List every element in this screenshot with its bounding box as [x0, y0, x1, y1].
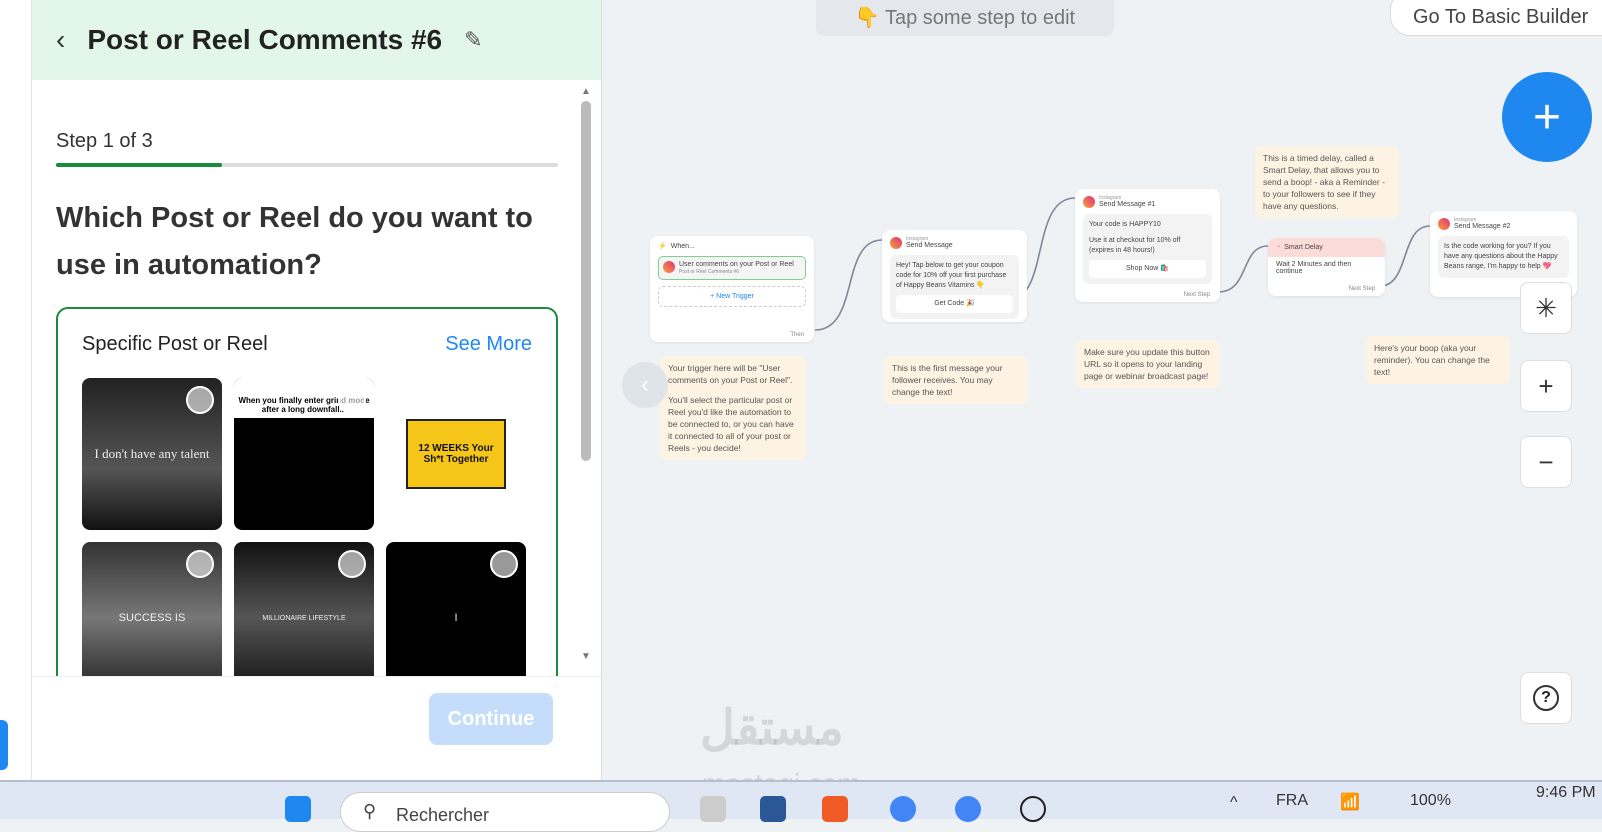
windows-start-icon[interactable] — [285, 796, 311, 822]
step-label: Step 1 of 3 — [56, 130, 153, 152]
note-trigger: Your trigger here will be "User comments… — [660, 356, 806, 460]
chrome-icon[interactable] — [890, 796, 916, 822]
see-more-link[interactable]: See More — [445, 333, 532, 355]
post-thumb[interactable]: I don't have any talent — [82, 378, 222, 530]
trigger-node[interactable]: ⚡When... User comments on your Post or R… — [650, 236, 814, 342]
instagram-icon — [1083, 195, 1095, 208]
shop-now-button[interactable]: Shop Now 🛍️ — [1089, 260, 1206, 278]
instagram-icon — [1438, 217, 1450, 230]
question-icon: ? — [1533, 685, 1559, 711]
note-reminder: Here's your boop (aka your reminder). Yo… — [1366, 336, 1510, 384]
clock-icon: ◔ — [1276, 244, 1281, 251]
chrome-icon[interactable] — [955, 796, 981, 822]
app-icon[interactable] — [700, 796, 726, 822]
watermark-logo: مستقل — [700, 702, 844, 755]
panel-scrollbar[interactable]: ▲▼ — [581, 86, 591, 662]
zoom-out-button[interactable]: − — [1520, 436, 1572, 488]
add-step-button[interactable]: + — [1502, 72, 1592, 162]
help-button[interactable]: ? — [1520, 672, 1572, 724]
select-radio[interactable] — [490, 550, 518, 578]
battery-label[interactable]: 100% — [1410, 792, 1451, 809]
post-thumb[interactable]: 12 WEEKS Your Sh*t Together — [386, 378, 526, 530]
select-radio[interactable] — [338, 386, 366, 414]
wifi-icon[interactable]: 📶 — [1340, 794, 1360, 811]
post-thumb[interactable]: MILLIONAIRE LIFESTYLE — [234, 542, 374, 690]
instagram-icon — [890, 236, 902, 249]
side-button[interactable] — [0, 720, 8, 770]
taskbar: ⚲Rechercher ^ FRA 📶 100% 9:46 PM — [0, 780, 1602, 832]
note-first-message: This is the first message your follower … — [884, 356, 1028, 404]
brave-icon[interactable] — [822, 796, 848, 822]
post-selector-card: Specific Post or Reel See More I don't ha… — [56, 307, 558, 690]
lightning-icon: ⚡ — [658, 243, 667, 250]
post-thumb[interactable]: SUCCESS IS — [82, 542, 222, 690]
search-icon: ⚲ — [363, 801, 377, 821]
panel-header: ‹ Post or Reel Comments #6 ✎ — [32, 0, 601, 80]
new-trigger-button[interactable]: + New Trigger — [658, 286, 806, 307]
setup-panel: ‹ Post or Reel Comments #6 ✎ Step 1 of 3… — [32, 0, 602, 780]
question-heading: Which Post or Reel do you want to use in… — [56, 202, 533, 281]
step-progress — [56, 163, 558, 167]
card-title: Specific Post or Reel — [82, 333, 268, 355]
go-to-basic-builder-button[interactable]: Go To Basic Builder — [1390, 0, 1602, 36]
left-strip — [0, 0, 32, 780]
tray-chevron-icon[interactable]: ^ — [1230, 794, 1238, 811]
get-code-button[interactable]: Get Code 🎉 — [896, 295, 1013, 313]
select-radio[interactable] — [490, 386, 518, 414]
smart-delay-node[interactable]: ◔Smart Delay Wait 2 Minutes and then con… — [1268, 238, 1385, 296]
collapse-panel-button[interactable]: ‹ — [622, 362, 668, 408]
note-button-url: Make sure you update this button URL so … — [1076, 340, 1220, 388]
chatgpt-icon[interactable] — [1020, 796, 1046, 822]
tap-hint: 👇 Tap some step to edit — [816, 0, 1114, 36]
continue-button[interactable]: Continue — [429, 693, 553, 745]
zoom-in-button[interactable]: + — [1520, 360, 1572, 412]
select-radio[interactable] — [186, 550, 214, 578]
store-icon[interactable] — [760, 796, 786, 822]
back-icon[interactable]: ‹ — [56, 24, 66, 55]
post-thumb[interactable]: I — [386, 542, 526, 690]
select-radio[interactable] — [338, 550, 366, 578]
clock[interactable]: 9:46 PM — [1536, 784, 1596, 801]
post-thumb[interactable]: When you finally enter grind mode after … — [234, 378, 374, 530]
edit-pencil-icon[interactable]: ✎ — [464, 27, 483, 52]
taskbar-search[interactable]: ⚲Rechercher — [340, 792, 670, 832]
magic-wand-icon[interactable]: ✳ — [1520, 282, 1572, 334]
note-smart-delay: This is a timed delay, called a Smart De… — [1255, 146, 1399, 218]
language-indicator[interactable]: FRA — [1276, 792, 1308, 809]
panel-title: Post or Reel Comments #6 — [87, 24, 443, 55]
select-radio[interactable] — [186, 386, 214, 414]
